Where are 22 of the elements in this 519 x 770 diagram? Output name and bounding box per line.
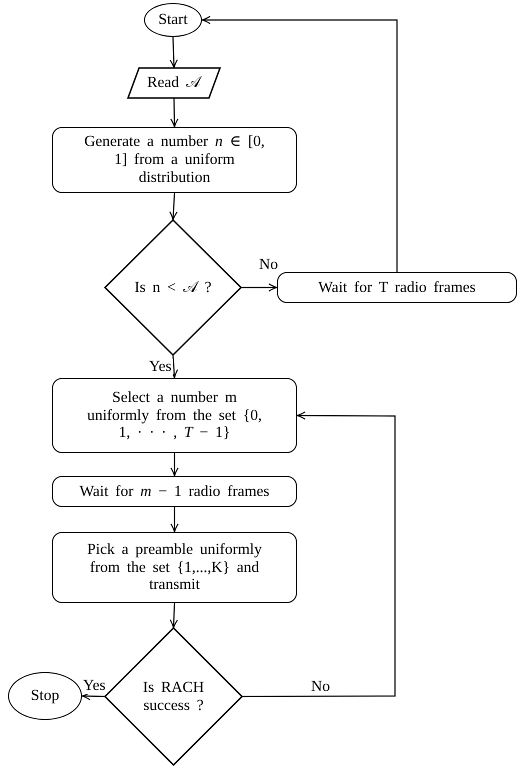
node-text: Read 𝒜 <box>147 74 201 92</box>
input-parallelogram <box>128 68 220 98</box>
decision-diamond <box>105 220 241 355</box>
edge-label: Yes <box>82 678 107 694</box>
edge-label: No <box>310 679 331 694</box>
edge-label: Yes <box>148 359 173 374</box>
node-text: Wait for T radio frames <box>318 278 476 296</box>
process-box <box>52 532 297 603</box>
process-box <box>52 127 297 193</box>
process-box <box>277 272 517 303</box>
node-text: Select a number m uniformly from the set {0, 1, · · · , T − 1} <box>86 388 263 442</box>
node-text: Pick a preamble uniformly from the set {1,...,K} and transmit <box>86 540 263 594</box>
process-box <box>52 378 297 453</box>
process-box <box>52 476 297 507</box>
decision-diamond <box>105 628 242 765</box>
node-text: Start <box>158 11 188 29</box>
node-text: Is n < 𝒜 ? <box>134 278 212 296</box>
node-text: Stop <box>30 687 60 705</box>
edge-label: No <box>258 257 279 272</box>
node-text: Is RACH success ? <box>142 678 206 714</box>
node-text: Generate a number n ∈ [0, 1] from a uniform distribution <box>83 133 266 187</box>
node-text: Wait for m − 1 radio frames <box>80 482 270 500</box>
